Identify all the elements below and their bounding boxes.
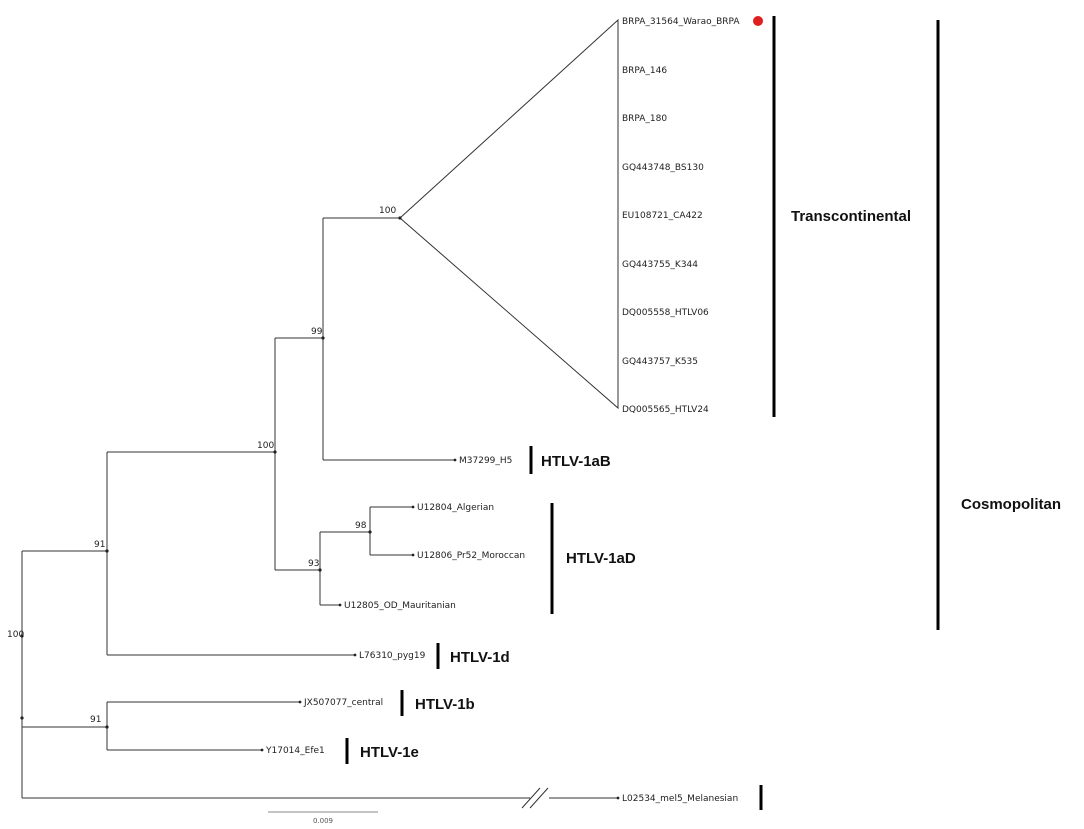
leaf-label-u12804: U12804_Algerian	[417, 503, 494, 513]
branch-break-mark-2	[529, 787, 549, 809]
node-dot	[20, 634, 24, 638]
group-label-htlv-1b: HTLV-1b	[415, 696, 475, 713]
node-dot	[105, 725, 109, 729]
node-dot	[273, 450, 277, 454]
node-dot	[20, 716, 24, 720]
scale-bar: 0.009	[268, 811, 378, 825]
leaf-labels: M37299_H5 U12804_Algerian U12806_Pr52_Mo…	[265, 456, 738, 804]
bootstrap-collapsed-clade: 100	[379, 206, 396, 216]
bootstrap-values: 100 99 100 98 93 91 91 100	[7, 206, 396, 725]
leaf-label-brpa-180: BRPA_180	[622, 114, 667, 124]
bootstrap-93: 93	[308, 559, 319, 569]
bootstrap-inner-100: 100	[257, 441, 274, 451]
branch-break-mark-1	[521, 787, 541, 809]
leaf-dot	[338, 603, 342, 607]
collapsed-clade-leaves: BRPA_31564_Warao_BRPA BRPA_146 BRPA_180 …	[622, 17, 740, 415]
leaf-dot	[616, 796, 620, 800]
group-label-htlv-1e: HTLV-1e	[360, 744, 419, 761]
leaf-dot	[411, 505, 415, 509]
leaf-label-jx507077: JX507077_central	[303, 698, 383, 708]
bootstrap-root: 100	[7, 630, 24, 640]
group-labels: Transcontinental Cosmopolitan HTLV-1aB H…	[360, 208, 1061, 761]
leaf-label-m37299: M37299_H5	[459, 456, 512, 466]
leaf-label-gq443755: GQ443755_K344	[622, 260, 698, 270]
tree-branches	[21, 217, 618, 809]
collapsed-clade-triangle	[399, 18, 619, 410]
leaf-dot	[353, 653, 357, 657]
leaf-label-brpa-31564: BRPA_31564_Warao_BRPA	[622, 17, 740, 27]
node-dot	[398, 216, 402, 220]
leaf-label-gq443748: GQ443748_BS130	[622, 163, 704, 173]
leaf-label-l02534: L02534_mel5_Melanesian	[622, 794, 738, 804]
leaf-label-u12805: U12805_OD_Mauritanian	[344, 601, 456, 611]
group-label-htlv-1ad: HTLV-1aD	[566, 550, 636, 567]
leaf-label-l76310: L76310_pyg19	[359, 651, 426, 661]
node-dot	[105, 549, 109, 553]
leaf-label-u12806: U12806_Pr52_Moroccan	[417, 551, 525, 561]
leaf-dot	[453, 458, 457, 462]
node-dot	[318, 568, 322, 572]
node-dot	[368, 530, 372, 534]
group-label-cosmopolitan: Cosmopolitan	[961, 496, 1061, 513]
node-dots	[20, 216, 620, 800]
leaf-label-dq005558: DQ005558_HTLV06	[622, 308, 709, 318]
leaf-label-brpa-146: BRPA_146	[622, 66, 667, 76]
group-label-htlv-1d: HTLV-1d	[450, 649, 510, 666]
leaf-label-y17014: Y17014_Efe1	[265, 746, 325, 756]
group-bars	[345, 16, 940, 810]
highlight-marker	[753, 16, 763, 26]
bootstrap-lower-91: 91	[90, 715, 101, 725]
scale-bar-label: 0.009	[313, 817, 333, 825]
node-dot	[321, 336, 325, 340]
leaf-dot	[260, 748, 264, 752]
bootstrap-98: 98	[355, 521, 367, 531]
leaf-label-gq443757: GQ443757_K535	[622, 357, 698, 367]
bootstrap-upper-91: 91	[94, 540, 105, 550]
group-label-transcontinental: Transcontinental	[791, 208, 911, 225]
leaf-label-eu108721: EU108721_CA422	[622, 211, 703, 221]
group-label-htlv-1ab: HTLV-1aB	[541, 453, 611, 470]
leaf-dot	[298, 700, 302, 704]
bootstrap-99: 99	[311, 327, 323, 337]
leaf-dot	[411, 553, 415, 557]
leaf-label-dq005565: DQ005565_HTLV24	[622, 405, 709, 415]
